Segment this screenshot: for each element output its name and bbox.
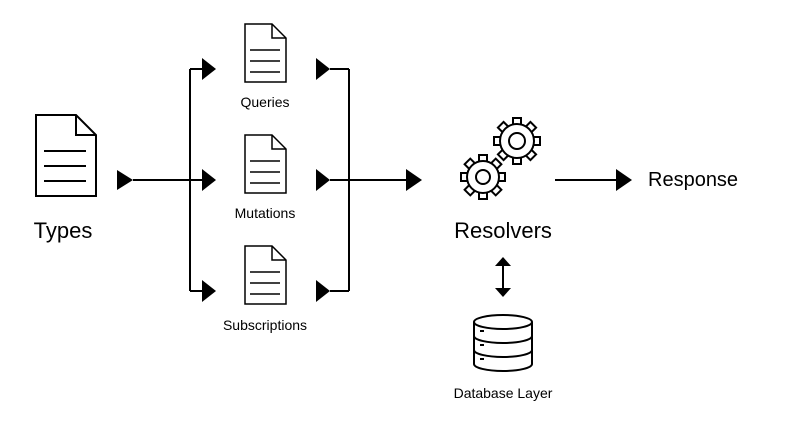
merge-bracket bbox=[330, 68, 350, 292]
types-arrow bbox=[117, 170, 190, 190]
arrowhead-from-queries bbox=[316, 58, 330, 80]
merge-arrowheads bbox=[316, 58, 330, 302]
types-document-icon bbox=[35, 114, 97, 197]
arrowhead-from-subscriptions bbox=[316, 280, 330, 302]
small-gear-icon bbox=[460, 154, 506, 200]
arrowhead-to-subscriptions bbox=[202, 280, 216, 302]
large-gear-icon bbox=[493, 117, 541, 165]
arrowhead-from-mutations bbox=[316, 169, 330, 191]
resolvers-database-arrow bbox=[495, 257, 511, 297]
to-response-arrow bbox=[555, 169, 632, 191]
response-label: Response bbox=[648, 169, 739, 191]
subscriptions-label: Subscriptions bbox=[222, 317, 308, 333]
resolvers-label: Resolvers bbox=[454, 218, 552, 243]
to-resolvers-arrow bbox=[349, 169, 422, 191]
arrowhead-to-mutations bbox=[202, 169, 216, 191]
database-layer-label: Database Layer bbox=[453, 385, 553, 401]
subscriptions-document-icon bbox=[244, 245, 287, 305]
types-label: Types bbox=[33, 218, 93, 243]
resolvers-gears-icon bbox=[460, 117, 541, 200]
arrowhead-to-queries bbox=[202, 58, 216, 80]
queries-label: Queries bbox=[240, 94, 290, 110]
split-bracket bbox=[189, 68, 202, 292]
database-icon bbox=[473, 314, 533, 372]
mutations-document-icon bbox=[244, 134, 287, 194]
queries-document-icon bbox=[244, 23, 287, 83]
split-arrowheads bbox=[202, 58, 216, 302]
mutations-label: Mutations bbox=[234, 205, 296, 221]
